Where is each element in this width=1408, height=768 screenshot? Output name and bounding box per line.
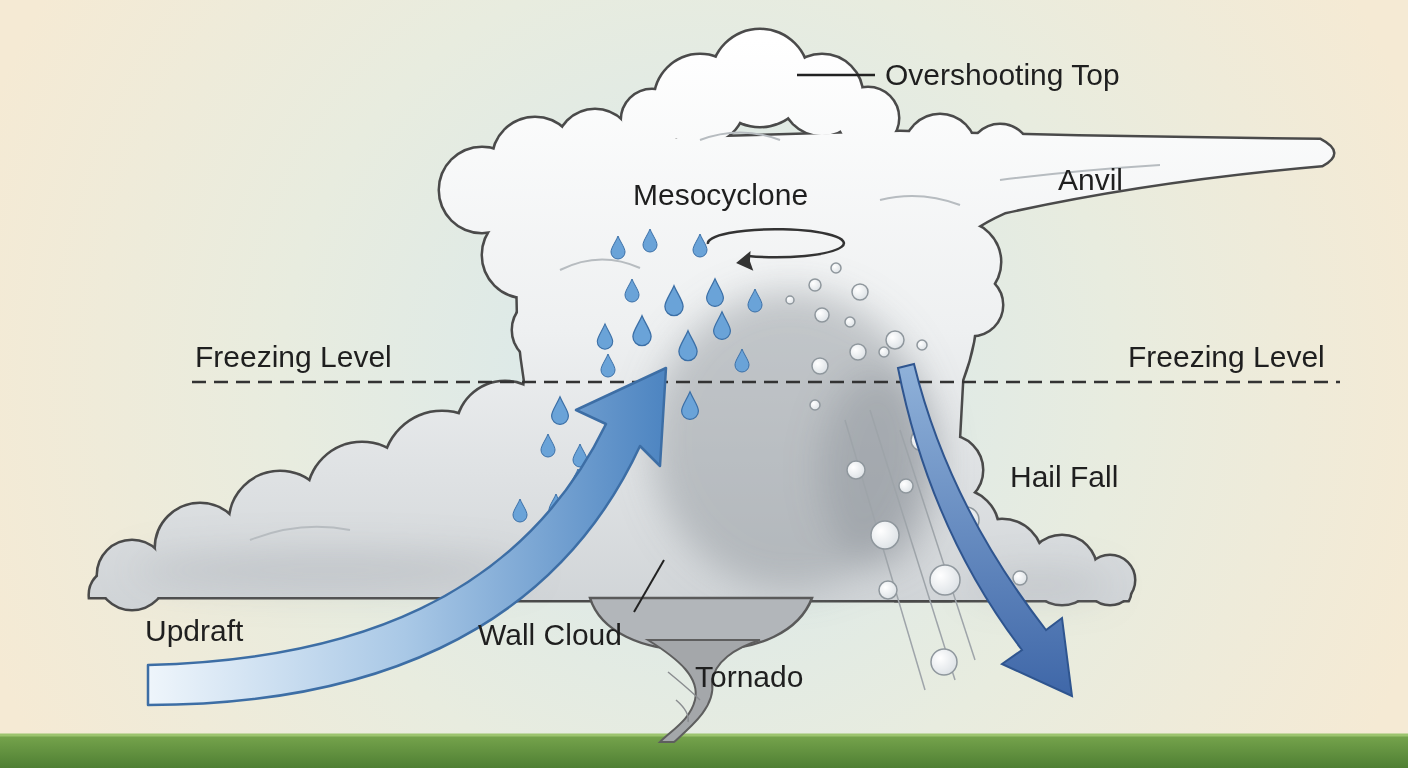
- hailstones: [786, 263, 1027, 675]
- rain-drop: [665, 286, 683, 316]
- part-label: Hail Fall: [1010, 460, 1118, 493]
- part-label: Updraft: [145, 614, 243, 647]
- hailstone: [917, 340, 927, 350]
- rain-drop: [714, 312, 731, 340]
- part-label: Anvil: [1058, 163, 1123, 196]
- rain-drop: [693, 234, 707, 257]
- ground-strip: [0, 735, 1408, 768]
- hailstone: [899, 479, 913, 493]
- part-label: Wall Cloud: [478, 618, 622, 651]
- texture-arc: [560, 259, 640, 270]
- rain-drop: [679, 331, 697, 361]
- rain-drop: [541, 434, 555, 457]
- part-label: Overshooting Top: [885, 58, 1120, 91]
- hailstone: [852, 284, 868, 300]
- hailstone: [879, 581, 897, 599]
- texture-arc: [880, 196, 960, 205]
- hailstone: [812, 358, 828, 374]
- rain-drop: [625, 279, 639, 302]
- rain-drop: [597, 324, 612, 349]
- leader-line: [797, 74, 875, 77]
- hailstone: [815, 308, 829, 322]
- hailstone: [1013, 571, 1027, 585]
- ground-edge: [0, 734, 1408, 737]
- freezing-level-line: [192, 381, 1340, 384]
- rain-drop: [707, 279, 724, 307]
- hailstone: [809, 279, 821, 291]
- part-label: Mesocyclone: [633, 178, 808, 211]
- rotation-arrowhead: [735, 251, 754, 273]
- level-label: Freezing Level: [195, 340, 392, 373]
- rain-drops: [513, 229, 762, 522]
- rain-drop: [601, 354, 615, 377]
- cloud-outline: [90, 30, 1333, 609]
- cloud-body: [90, 30, 1333, 609]
- mesocyclone-rotation: [708, 229, 844, 257]
- hailstone: [850, 344, 866, 360]
- rain-drop: [748, 289, 762, 312]
- hailstone: [879, 347, 889, 357]
- texture-arc: [250, 527, 350, 540]
- rain-drop: [552, 397, 569, 425]
- rain-drop: [643, 229, 657, 252]
- hailstone: [847, 461, 865, 479]
- rain-drop: [633, 316, 651, 346]
- texture-arc: [700, 133, 780, 141]
- hailstone: [845, 317, 855, 327]
- downdraft-arrow: [898, 364, 1072, 696]
- hailstone: [930, 565, 960, 595]
- hail-streaks: [845, 410, 975, 690]
- leader-line: [634, 560, 664, 612]
- part-label: Tornado: [695, 660, 803, 693]
- rain-drop: [682, 392, 699, 420]
- hailstone: [831, 263, 841, 273]
- hailstone: [871, 521, 899, 549]
- cloud-texture: [250, 133, 1160, 541]
- hail-streak: [845, 420, 925, 690]
- hailstone: [786, 296, 794, 304]
- hailstone: [810, 400, 820, 410]
- rain-drop: [611, 236, 625, 259]
- rain-drop: [513, 499, 527, 522]
- rain-drop: [735, 349, 749, 372]
- hailstone: [931, 649, 957, 675]
- updraft-arrow: [148, 368, 666, 705]
- hailstone: [886, 331, 904, 349]
- level-label: Freezing Level: [1128, 340, 1325, 373]
